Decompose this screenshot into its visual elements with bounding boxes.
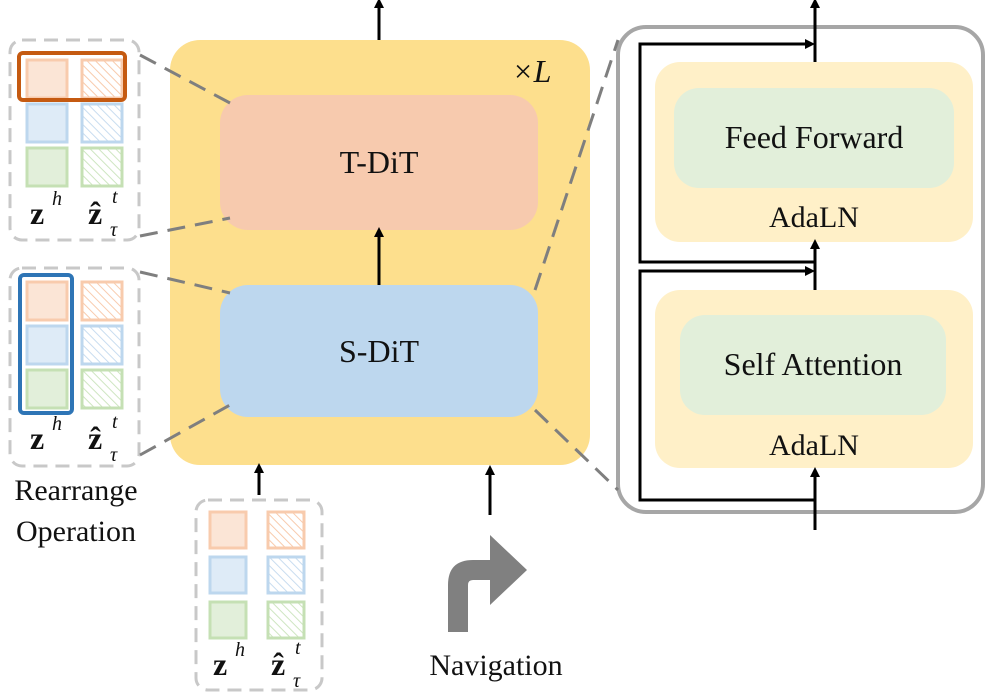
svg-text:h: h (52, 413, 62, 435)
svg-text:t: t (112, 411, 118, 433)
svg-text:τ: τ (293, 670, 301, 692)
svg-text:h: h (235, 639, 245, 661)
feed-forward-box (674, 88, 954, 188)
zoom-lines (533, 39, 620, 492)
row-highlight (17, 51, 127, 102)
t-dit-box (220, 95, 538, 230)
svg-text:ẑ: ẑ (88, 195, 102, 231)
rearrange-label-2: Operation (16, 515, 136, 548)
token-grid-input (208, 510, 306, 640)
token-labels-s: z h ẑ t τ (30, 411, 118, 466)
svg-text:h: h (52, 188, 62, 210)
svg-text:τ: τ (110, 219, 118, 241)
token-grid-t (17, 51, 127, 188)
svg-text:ẑ: ẑ (271, 646, 285, 682)
svg-text:t: t (112, 186, 118, 208)
s-dit-label: S-DiT (339, 333, 419, 369)
self-attention-label: Self Attention (724, 346, 903, 382)
token-grid-s (18, 273, 124, 415)
navigation-label: Navigation (429, 649, 562, 682)
svg-text:z: z (30, 195, 44, 231)
svg-text:t: t (295, 637, 301, 659)
token-labels-input: z h ẑ t τ (213, 637, 301, 692)
t-dit-label: T-DiT (340, 144, 419, 180)
s-dit-box (220, 285, 538, 417)
adaln-label-top: AdaLN (769, 201, 859, 234)
svg-text:z: z (30, 420, 44, 456)
token-labels-t: z h ẑ t τ (30, 186, 118, 241)
feed-forward-label: Feed Forward (725, 119, 904, 155)
svg-text:ẑ: ẑ (88, 420, 102, 456)
svg-text:τ: τ (110, 444, 118, 466)
repeat-label: ×L (512, 53, 551, 89)
turn-right-icon (448, 535, 527, 632)
token-connectors (139, 53, 231, 457)
residual-connections (638, 0, 820, 530)
rearrange-label-1: Rearrange (14, 474, 137, 507)
column-highlight (18, 273, 74, 415)
adaln-label-bottom: AdaLN (769, 429, 859, 462)
self-attention-box (680, 315, 946, 415)
svg-text:z: z (213, 646, 227, 682)
